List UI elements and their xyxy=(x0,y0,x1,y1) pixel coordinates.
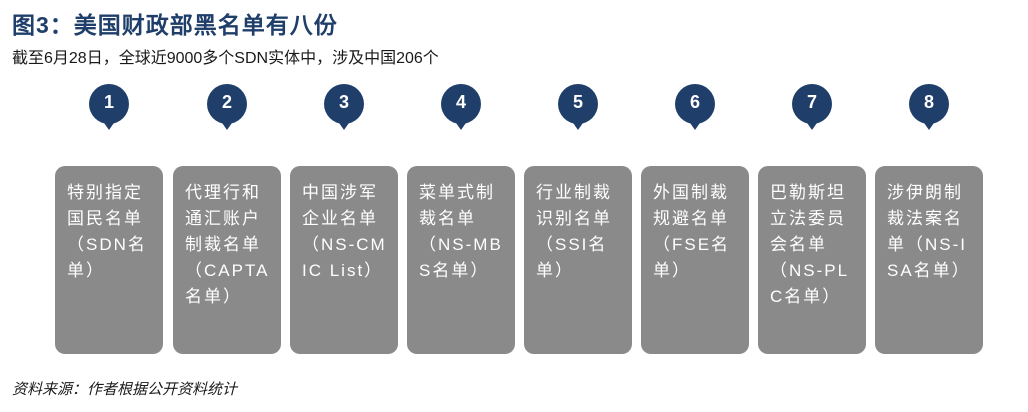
pin-number: 5 xyxy=(572,92,583,112)
list-card: 菜单式制裁名单（NS-MBS名单） xyxy=(407,166,515,354)
list-card: 外国制裁规避名单（FSE名单） xyxy=(641,166,749,354)
number-pin-icon: 1 xyxy=(84,82,134,132)
figure-subtitle: 截至6月28日，全球近9000多个SDN实体中，涉及中国206个 xyxy=(12,50,439,67)
pin-number: 3 xyxy=(338,92,349,112)
pin-number: 7 xyxy=(806,92,817,112)
card-text: 特别指定国民名单（SDN名单） xyxy=(67,183,147,280)
figure-title: 图3：美国财政部黑名单有八份 xyxy=(12,12,338,38)
card-text: 菜单式制裁名单（NS-MBS名单） xyxy=(419,183,503,280)
card-text: 外国制裁规避名单（FSE名单） xyxy=(653,183,731,280)
list-card: 中国涉军企业名单（NS-CMIC List） xyxy=(290,166,398,354)
list-card: 代理行和通汇账户制裁名单（CAPTA名单） xyxy=(173,166,281,354)
list-card: 涉伊朗制裁法案名单（NS-ISA名单） xyxy=(875,166,983,354)
list-card: 巴勒斯坦立法委员会名单（NS-PLC名单） xyxy=(758,166,866,354)
card-text: 代理行和通汇账户制裁名单（CAPTA名单） xyxy=(185,183,270,306)
card-text: 中国涉军企业名单（NS-CMIC List） xyxy=(302,183,387,280)
pin-number: 6 xyxy=(689,92,700,112)
number-pin-icon: 6 xyxy=(670,82,720,132)
card-text: 涉伊朗制裁法案名单（NS-ISA名单） xyxy=(887,183,971,280)
card-text: 行业制裁识别名单（SSI名单） xyxy=(536,183,612,280)
pin-number: 2 xyxy=(221,92,232,112)
list-item-3: 3 中国涉军企业名单（NS-CMIC List） xyxy=(290,0,398,412)
list-item-5: 5 行业制裁识别名单（SSI名单） xyxy=(524,0,632,412)
number-pin-icon: 3 xyxy=(319,82,369,132)
number-pin-icon: 2 xyxy=(202,82,252,132)
source-note: 资料来源：作者根据公开资料统计 xyxy=(12,381,238,398)
list-card: 行业制裁识别名单（SSI名单） xyxy=(524,166,632,354)
pin-number: 4 xyxy=(455,92,466,112)
card-text: 巴勒斯坦立法委员会名单（NS-PLC名单） xyxy=(770,183,850,306)
number-pin-icon: 4 xyxy=(436,82,486,132)
list-item-4: 4 菜单式制裁名单（NS-MBS名单） xyxy=(407,0,515,412)
number-pin-icon: 7 xyxy=(787,82,837,132)
number-pin-icon: 8 xyxy=(904,82,954,132)
list-item-7: 7 巴勒斯坦立法委员会名单（NS-PLC名单） xyxy=(758,0,866,412)
pin-number: 8 xyxy=(923,92,934,112)
list-item-6: 6 外国制裁规避名单（FSE名单） xyxy=(641,0,749,412)
list-item-8: 8 涉伊朗制裁法案名单（NS-ISA名单） xyxy=(875,0,983,412)
list-item-2: 2 代理行和通汇账户制裁名单（CAPTA名单） xyxy=(173,0,281,412)
list-item-1: 1 特别指定国民名单（SDN名单） xyxy=(55,0,163,412)
list-card: 特别指定国民名单（SDN名单） xyxy=(55,166,163,354)
pin-number: 1 xyxy=(103,92,114,112)
number-pin-icon: 5 xyxy=(553,82,603,132)
